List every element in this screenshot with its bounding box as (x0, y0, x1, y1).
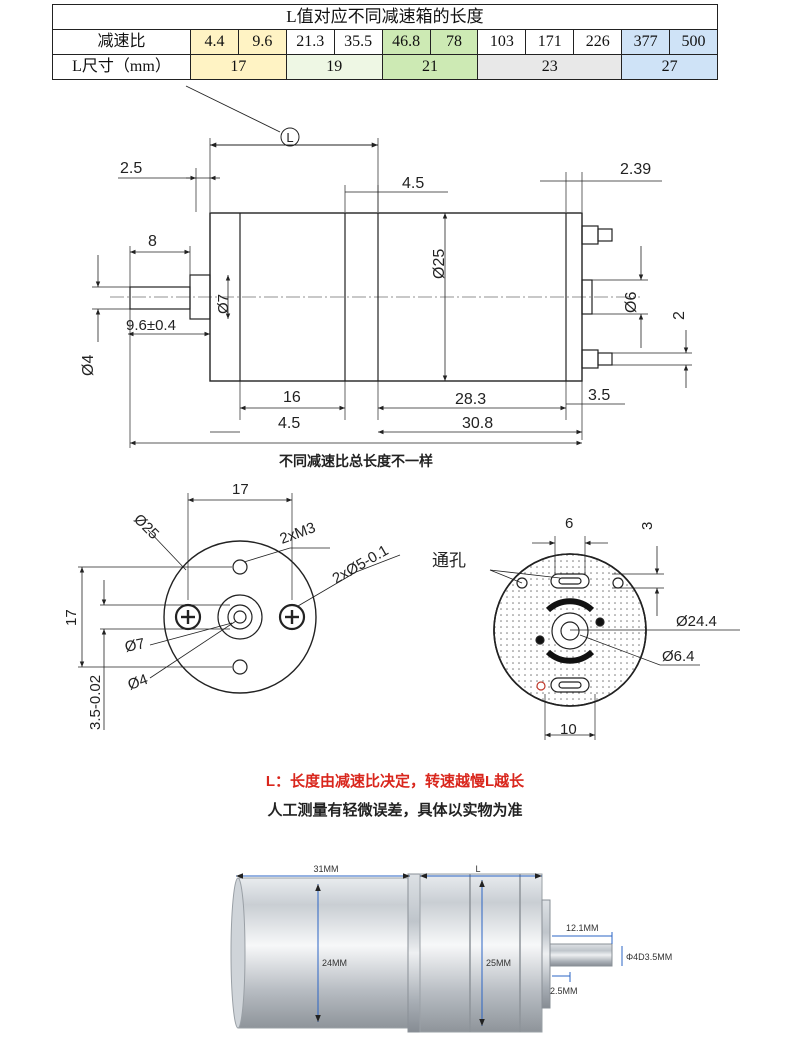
through-hole-label: 通孔 (432, 551, 466, 570)
length-cell: 19 (285, 54, 383, 80)
photo-dim-l: L (475, 864, 480, 874)
photo-dim-31: 31MM (313, 864, 338, 874)
photo-dim-25: 25MM (486, 958, 511, 968)
ratio-cell: 377 (621, 29, 671, 55)
dim-4-5-top: 4.5 (402, 175, 424, 192)
table-title-row: L值对应不同减速箱的长度 (52, 4, 718, 30)
dim-8: 8 (148, 233, 157, 250)
dim-30-8: 30.8 (462, 415, 493, 432)
dim-2-39: 2.39 (620, 161, 651, 178)
photo-motor-can (231, 877, 409, 1029)
front-dim-d7: Ø7 (123, 635, 146, 656)
photo-dim-shaft: Φ4D3.5MM (626, 952, 672, 962)
front-dim-hole: 2xØ5-0.1 (330, 542, 392, 588)
photo-dim-2-5: 2.5MM (550, 986, 578, 996)
side-view-labels: L 2.5 4.5 2.39 8 Ø25 Ø7 Ø6 2 9.6±0.4 Ø4 … (80, 130, 688, 469)
dim-d7: Ø7 (215, 294, 232, 314)
table-title: L值对应不同减速箱的长度 (52, 4, 718, 30)
dim-d25: Ø25 (431, 249, 448, 279)
photo-gearbox (419, 873, 543, 1033)
ratio-cell: 35.5 (333, 29, 383, 55)
ratio-cell: 78 (429, 29, 479, 55)
dim-4-5-bottom: 4.5 (278, 415, 300, 432)
l-marker-text: L (286, 130, 293, 145)
ratio-cell: 171 (525, 29, 575, 55)
ratio-row-label: 减速比 (52, 29, 191, 55)
photo-shaft (549, 943, 613, 967)
note-line-2: 人工测量有轻微误差，具体以实物为准 (267, 801, 522, 819)
dim-2: 2 (671, 311, 688, 320)
ratio-cell: 500 (669, 29, 718, 55)
ratio-cell: 46.8 (381, 29, 431, 55)
dim-3-5-side: 3.5 (588, 387, 610, 404)
front-dim-m3: 2xM3 (278, 519, 318, 548)
front-view-labels: 17 Ø25 2xM3 2xØ5-0.1 17 Ø7 Ø4 3.5-0.02 (63, 481, 391, 730)
dim-28-3: 28.3 (455, 391, 486, 408)
rear-view (489, 536, 740, 740)
dim-9-6: 9.6±0.4 (126, 317, 176, 334)
rear-dim-10: 10 (560, 721, 577, 738)
dim-d4-side: Ø4 (80, 355, 97, 376)
front-view (78, 493, 401, 730)
front-dim-3-5: 3.5-0.02 (87, 675, 104, 730)
rear-dim-d6-4: Ø6.4 (662, 648, 695, 665)
ratio-cell: 21.3 (285, 29, 335, 55)
rear-view-labels: 6 3 通孔 Ø24.4 Ø6.4 10 (432, 515, 717, 738)
screw-left (174, 603, 202, 631)
photo-dim-12-1: 12.1MM (566, 923, 599, 933)
front-dim-d4: Ø4 (126, 671, 151, 694)
ratio-cell: 103 (477, 29, 527, 55)
front-dim-17-top: 17 (232, 481, 249, 498)
rear-dim-d24-4: Ø24.4 (676, 613, 717, 630)
front-dim-d25: Ø25 (130, 511, 162, 543)
side-view (92, 85, 692, 448)
rear-dim-3: 3 (639, 522, 656, 530)
photo-ring (407, 873, 421, 1033)
length-row-label: L尺寸（mm） (52, 54, 191, 80)
notes: L：长度由减速比决定，转速越慢L越长 人工测量有轻微误差，具体以实物为准 (266, 772, 525, 819)
dim-16: 16 (283, 389, 301, 406)
dim-2-5: 2.5 (120, 160, 142, 177)
photo-dim-24: 24MM (322, 958, 347, 968)
rear-dim-6: 6 (565, 515, 573, 532)
ratio-cell: 4.4 (190, 29, 239, 55)
length-cell: 27 (621, 54, 718, 80)
dim-d6: Ø6 (623, 292, 640, 313)
length-cell: 17 (190, 54, 287, 80)
length-cell: 23 (477, 54, 623, 80)
screw-right (278, 603, 306, 631)
note-line-1: L：长度由减速比决定，转速越慢L越长 (266, 772, 525, 790)
side-caption: 不同减速比总长度不一样 (279, 453, 433, 469)
front-dim-17-left: 17 (63, 609, 80, 626)
motor-photo: 31MM L 24MM 25MM 12.1MM Φ4D3.5MM 2.5MM (230, 864, 672, 1033)
